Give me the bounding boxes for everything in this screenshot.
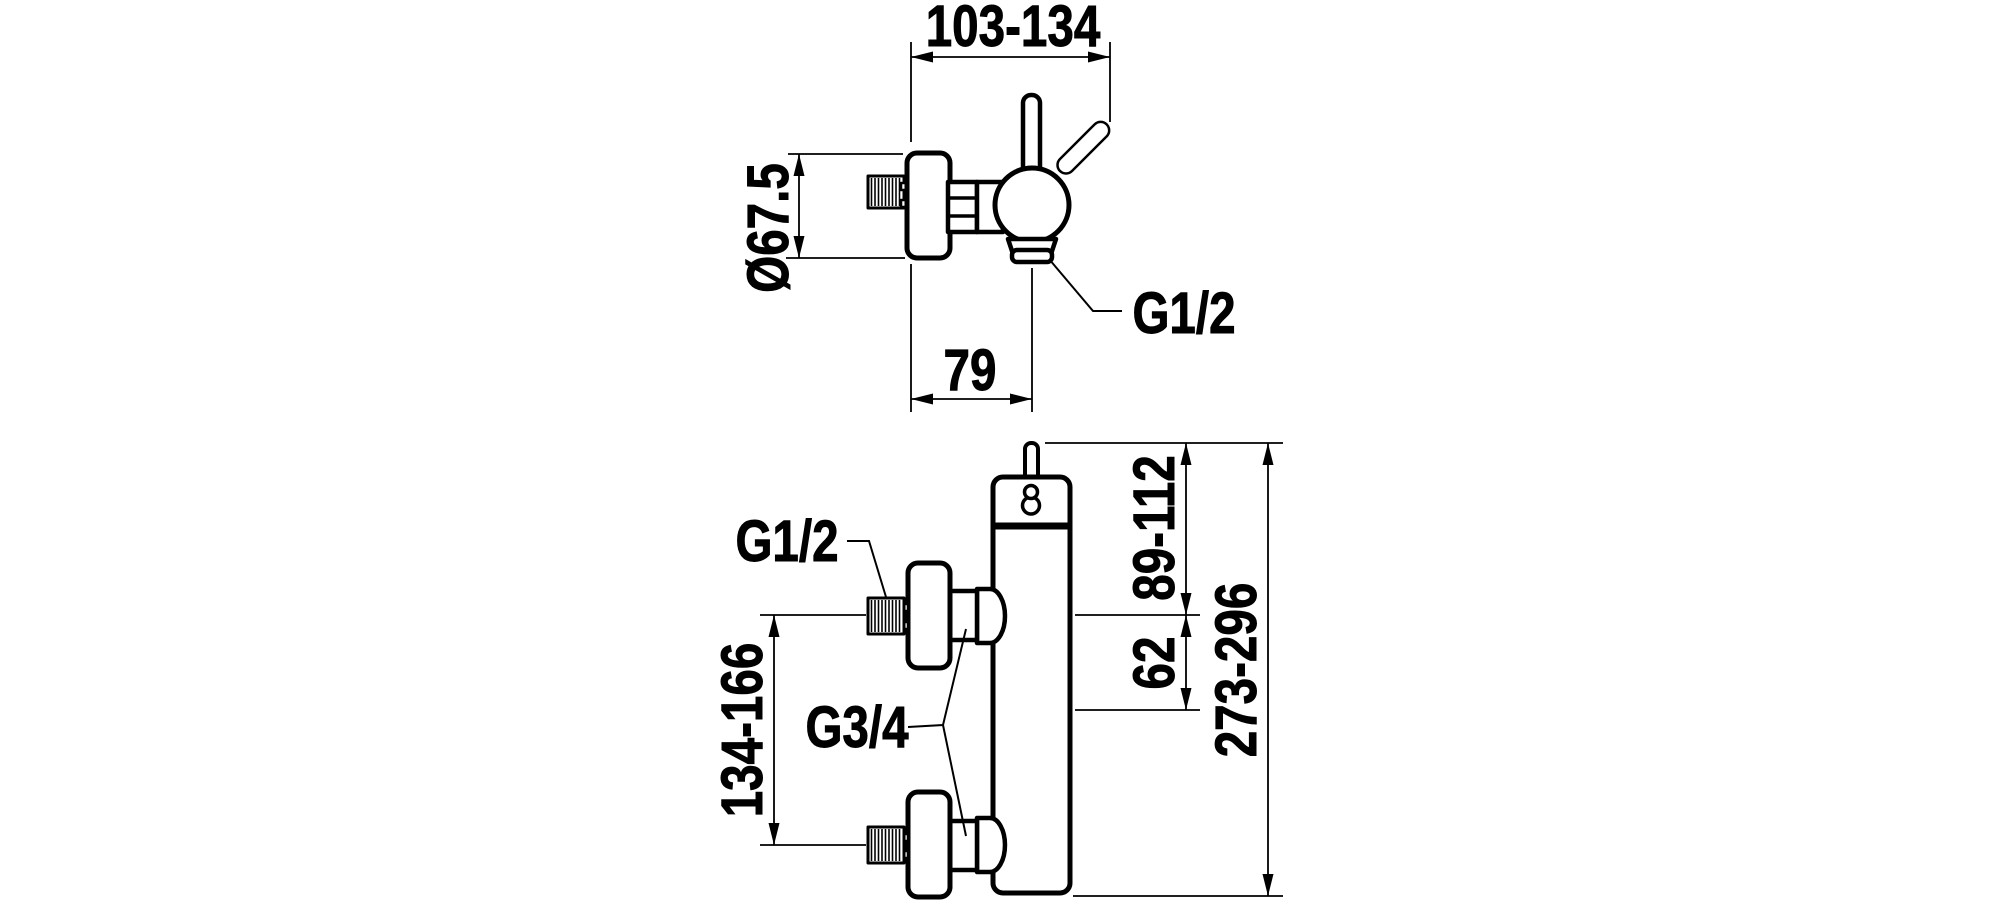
upper-inlet-nut [947,588,980,643]
lower-inlet-union [974,815,1008,875]
plan-lever-alt-position [1056,120,1111,175]
dim-escutcheon-diameter-lines [786,153,905,259]
thread-label-outlet-g12: G1/2 [1132,281,1236,346]
front-extension-lines [760,442,1283,897]
knurl-hatching [870,178,901,206]
thread-label-union-g34: G3/4 [805,695,909,760]
front-upper-inlet [866,560,1008,671]
lower-inlet-escutcheon [905,789,953,900]
plan-outlet-leader [1048,258,1122,312]
lower-inlet-nut [947,818,980,873]
dim-label-escutcheon-diameter: Ø67.5 [736,163,802,293]
lower-inlet-knurl [866,825,906,865]
front-cap-logo [1020,483,1042,516]
upper-inlet-union [974,586,1008,646]
plan-outlet [1005,236,1059,265]
dim-label-inlet-to-outlet: 62 [1122,636,1188,690]
upper-inlet-knurl [866,596,906,636]
dim-label-wall-to-outlet: 79 [943,338,997,403]
plan-view [786,42,1122,412]
dim-depth-range-lines [910,42,1111,142]
front-body-column [990,474,1073,896]
dim-inlet-spacing-lines [768,615,780,845]
dim-label-inlet-spacing: 134-166 [710,642,776,818]
plan-hex-nut [945,179,980,235]
front-faucet-body [866,441,1073,900]
upper-inlet-escutcheon [905,560,953,671]
front-lower-inlet [866,789,1008,900]
dim-89-112-and-62-lines [1180,443,1192,710]
front-union-thread-leader [907,628,967,837]
front-inlet-thread-leader [847,540,887,598]
front-view [760,441,1283,900]
plan-lever-handle [1020,92,1043,178]
dim-label-depth-range: 103-134 [925,0,1101,59]
dim-label-top-to-inlet: 89-112 [1122,455,1188,601]
dim-total-height-lines [1262,443,1274,896]
plan-mixer-body [992,165,1072,245]
plan-escutcheon [904,150,953,261]
dim-wall-to-outlet-lines [910,264,1033,412]
plan-faucet-body [866,92,1111,265]
dim-label-total-height: 273-296 [1204,582,1270,758]
thread-label-inlet-g12: G1/2 [735,509,839,574]
plan-knurled-connector [866,174,910,210]
